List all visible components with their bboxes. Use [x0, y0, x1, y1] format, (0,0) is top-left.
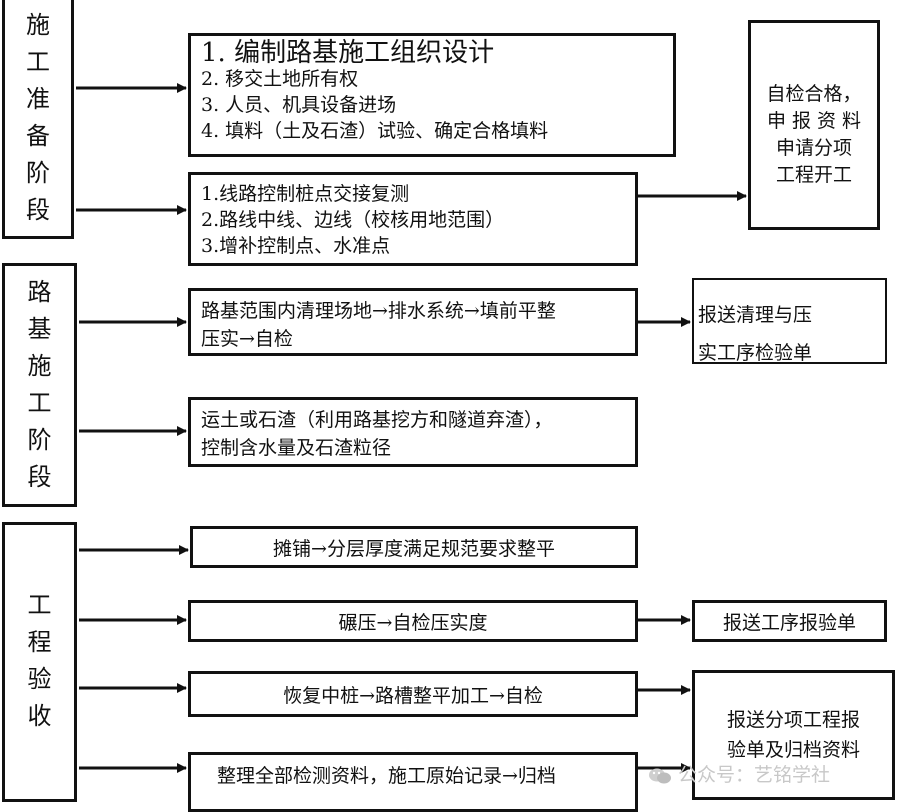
task-line: 压实→自检: [201, 328, 293, 350]
prep-result-box: 自检合格， 申 报 资 料 申请分项 工程开工: [748, 20, 880, 230]
stage-char: 段: [26, 196, 50, 224]
result-line: 申 报 资 料: [766, 110, 862, 132]
result-line: 报送清理与压: [698, 304, 813, 326]
result-line: 报送分项工程报: [726, 709, 860, 731]
task-line: 2.路线中线、边线（校核用地范围）: [201, 209, 505, 231]
task-line: 4. 填料（土及石渣）试验、确定合格填料: [201, 120, 549, 142]
task-line: 运土或石渣（利用路基挖方和隧道弃渣），: [201, 409, 553, 431]
stage-prep: 施 工 准 备 阶 段: [2, 0, 74, 239]
task-line: 3.增补控制点、水准点: [201, 235, 391, 257]
stage-char: 路: [27, 278, 52, 306]
stage-char: 施: [27, 352, 52, 380]
prep-tasks-box-1: 1. 编制路基施工组织设计 2. 移交土地所有权 3. 人员、机具设备进场 4.…: [188, 33, 676, 157]
roll-task-box: 碾压→自检压实度: [188, 600, 638, 642]
prep-tasks-box-2: 1.线路控制桩点交接复测 2.路线中线、边线（校核用地范围） 3.增补控制点、水…: [188, 172, 638, 266]
stage-char: 段: [27, 463, 52, 491]
task-line: 2. 移交土地所有权: [201, 68, 359, 90]
stage-accept: 工 程 验 收: [2, 522, 77, 802]
stage-build: 路 基 施 工 阶 段: [2, 263, 77, 507]
stage-char: 准: [26, 85, 50, 113]
stage-char: 阶: [26, 159, 50, 187]
clear-task-box: 路基范围内清理场地→排水系统→填前平整 压实→自检: [188, 288, 638, 356]
watermark-text: 公众号：艺铭学社: [678, 764, 831, 786]
stage-char: 施: [26, 11, 50, 39]
result-line: 验单及归档资料: [726, 739, 860, 761]
stage-char: 程: [27, 628, 52, 656]
clear-result-box: 报送清理与压 实工序检验单: [692, 278, 887, 364]
stage-char: 基: [27, 315, 52, 343]
result-line: 自检合格，: [766, 83, 862, 105]
stage-char: 工: [27, 591, 52, 619]
stage-char: 阶: [27, 426, 52, 454]
watermark: 公众号：艺铭学社: [648, 760, 830, 787]
result-line: 报送工序报验单: [722, 611, 856, 634]
task-line: 路基范围内清理场地→排水系统→填前平整: [201, 300, 556, 322]
task-line: 1.线路控制桩点交接复测: [201, 183, 410, 205]
task-line: 碾压→自检压实度: [338, 611, 488, 634]
task-line: 控制含水量及石渣粒径: [201, 437, 392, 459]
result-line: 工程开工: [775, 164, 852, 186]
restore-task-box: 恢复中桩→路槽整平加工→自检: [188, 671, 638, 717]
result-line: 申请分项: [775, 137, 852, 159]
haul-task-box: 运土或石渣（利用路基挖方和隧道弃渣）， 控制含水量及石渣粒径: [188, 397, 638, 467]
wechat-icon: [649, 768, 671, 783]
roll-result-box: 报送工序报验单: [692, 600, 887, 642]
stage-char: 收: [27, 702, 52, 730]
spread-task-box: 摊铺→分层厚度满足规范要求整平: [190, 526, 638, 568]
stage-char: 验: [27, 665, 52, 693]
task-line: 1. 编制路基施工组织设计: [201, 38, 495, 68]
task-line: 3. 人员、机具设备进场: [201, 94, 397, 116]
stage-char: 备: [26, 122, 50, 150]
stage-char: 工: [27, 389, 52, 417]
flow-arrows: [76, 83, 747, 773]
task-line: 恢复中桩→路槽整平加工→自检: [283, 684, 543, 707]
stage-char: 工: [26, 48, 50, 76]
result-line: 实工序检验单: [698, 342, 813, 364]
task-line: 摊铺→分层厚度满足规范要求整平: [273, 537, 555, 560]
final-result-box: 报送分项工程报 验单及归档资料: [692, 670, 895, 800]
